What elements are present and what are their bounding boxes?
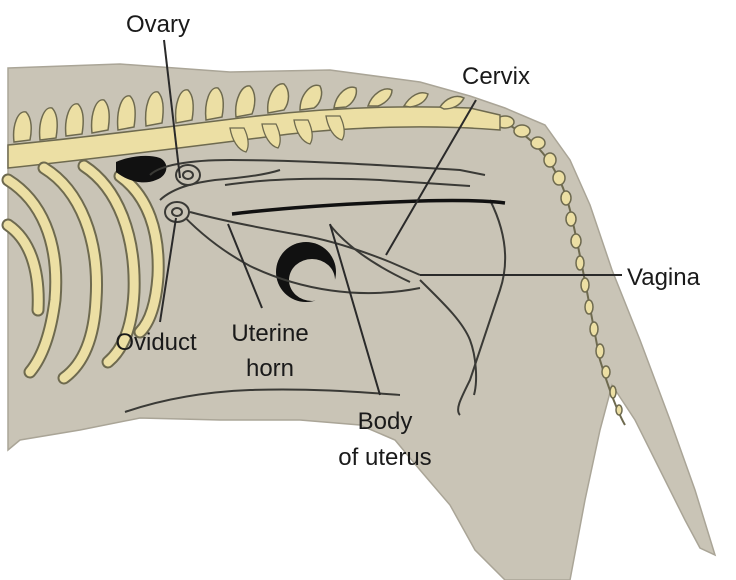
- bladder: [276, 242, 336, 302]
- label-oviduct: Oviduct: [115, 329, 197, 356]
- label-vagina: Vagina: [627, 264, 701, 291]
- label-body-of-uterus-line2: of uterus: [338, 444, 431, 471]
- label-ovary: Ovary: [126, 11, 190, 38]
- label-body-of-uterus-line1: Body: [358, 408, 413, 435]
- label-uterine-horn-line2: horn: [246, 355, 294, 382]
- label-cervix: Cervix: [462, 63, 530, 90]
- label-uterine-horn-line1: Uterine: [231, 320, 308, 347]
